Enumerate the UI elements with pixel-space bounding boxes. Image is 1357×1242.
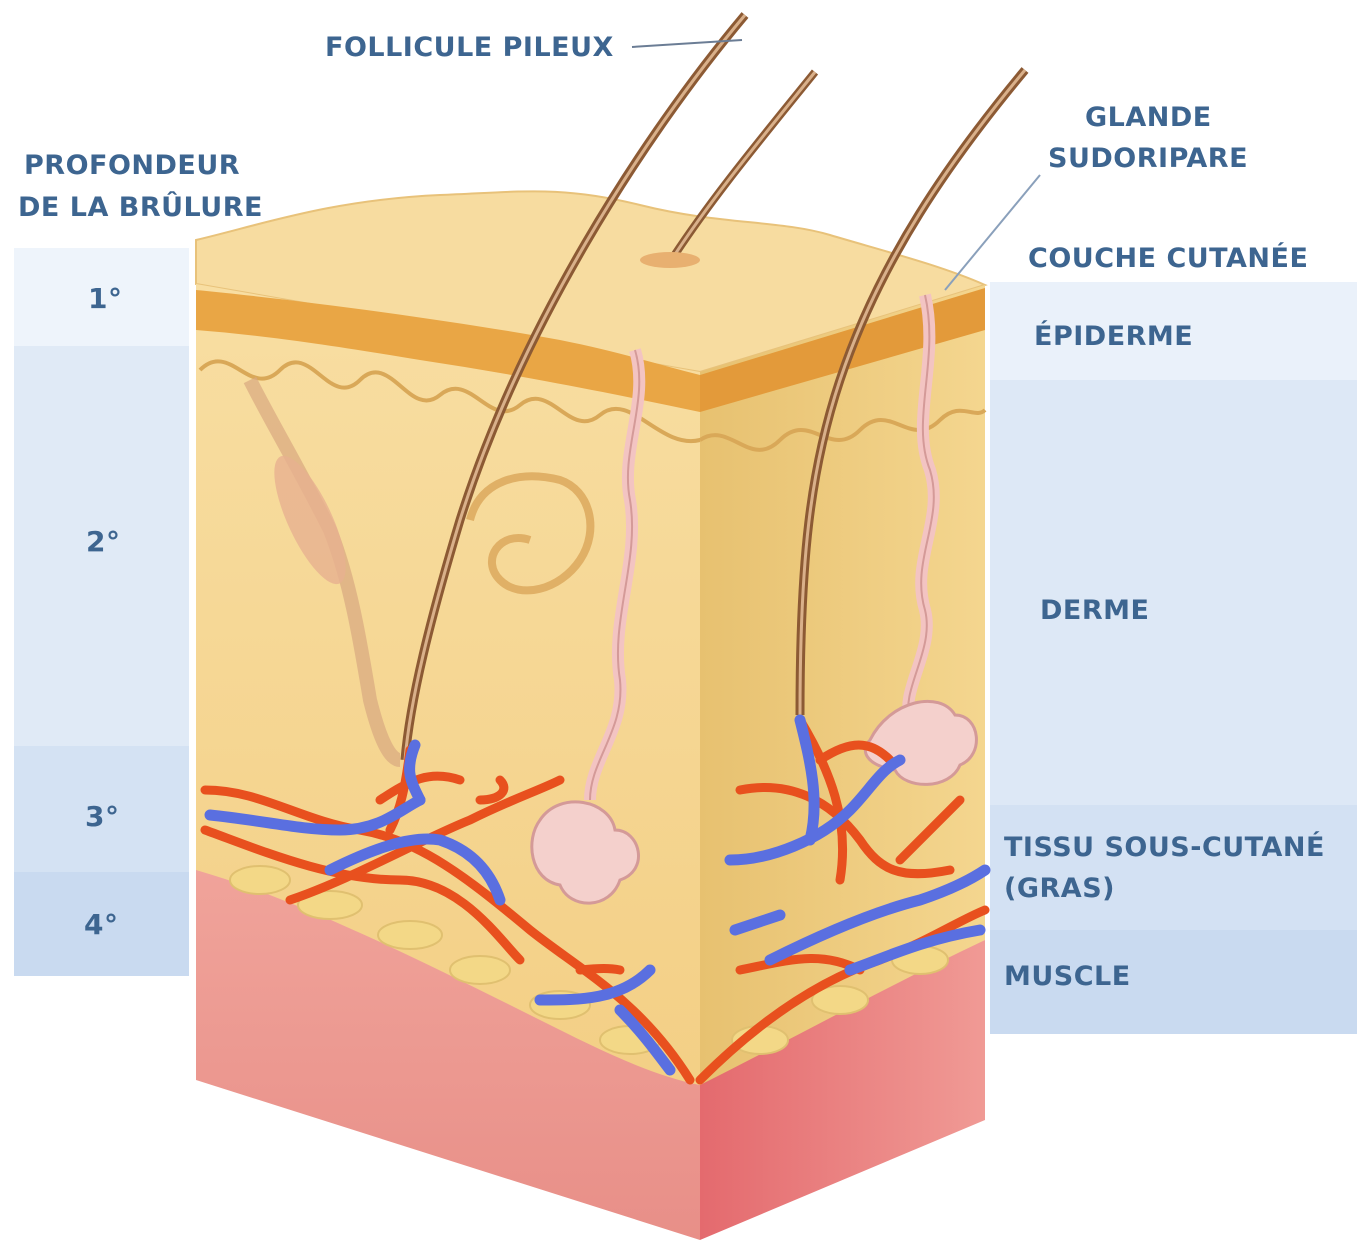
hair-follicle-label: FOLLICULE PILEUX — [325, 28, 614, 68]
muscle-label: MUSCLE — [1004, 958, 1131, 996]
sweat-gland-label-line1: GLANDE — [1085, 98, 1212, 138]
subcutaneous-label-line2: (GRAS) — [1004, 870, 1115, 908]
gland-pointer-line — [945, 175, 1040, 290]
burn-degree-3: 3° — [85, 800, 119, 833]
burn-degree-4: 4° — [84, 908, 118, 941]
burn-depth-title-line2: DE LA BRÛLURE — [18, 188, 263, 228]
dermis-label: DERME — [1040, 592, 1149, 630]
burn-depth-title-line1: PROFONDEUR — [24, 146, 240, 186]
hair-pore — [640, 252, 700, 268]
burn-degree-2: 2° — [86, 525, 120, 558]
epidermis-label: ÉPIDERME — [1034, 318, 1193, 356]
subcutaneous-label-line1: TISSU SOUS-CUTANÉ — [1004, 829, 1325, 867]
sweat-gland-label-line2: SUDORIPARE — [1048, 139, 1248, 179]
skin-layer-label: COUCHE CUTANÉE — [1028, 240, 1308, 278]
burn-degree-1: 1° — [88, 282, 122, 315]
